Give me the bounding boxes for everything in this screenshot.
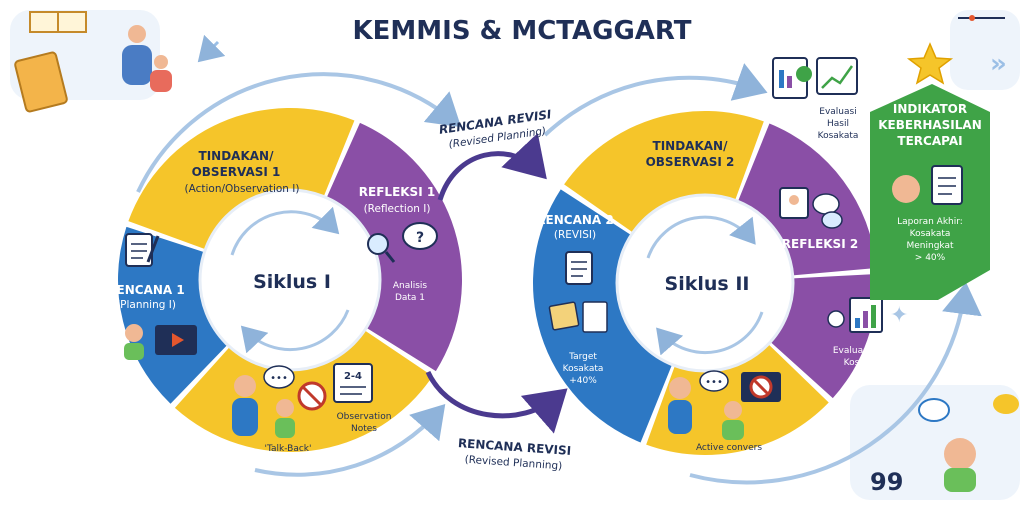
speech-bubble-icon bbox=[993, 394, 1019, 414]
cycle1-tindakan-title: TINDAKAN/ bbox=[199, 149, 275, 163]
cycle2: Siklus II TINDAKAN/ OBSERVASI 2 RENCANA … bbox=[533, 110, 895, 455]
evaluasi-top-line2: Hasil bbox=[827, 119, 849, 129]
no-symbol-icon bbox=[297, 381, 327, 411]
cycle1-observation-line2: Notes bbox=[351, 424, 377, 434]
cycle2-target-line2: Kosakata bbox=[563, 364, 604, 374]
evaluasi-top-line3: Kosakata bbox=[818, 131, 859, 141]
arrow-icon bbox=[197, 34, 226, 63]
parent-icon bbox=[122, 45, 152, 85]
indikator-line3: TERCAPAI bbox=[897, 134, 962, 148]
page-title: KEMMIS & MCTAGGART bbox=[352, 16, 691, 46]
cycle2-evaluasi-line2: Kosakata bbox=[844, 358, 885, 368]
indikator-line1: INDIKATOR bbox=[893, 102, 967, 116]
cycle1-tindakan-sub: (Action/Observation I) bbox=[185, 183, 300, 195]
quote-mark: 99 bbox=[870, 468, 903, 496]
child-icon bbox=[150, 70, 172, 92]
laporan-line2: Kosakata bbox=[910, 229, 951, 239]
cycle1-bottom-arrow bbox=[254, 403, 446, 477]
svg-text:?: ? bbox=[416, 230, 424, 246]
cycle1-analisis-line1: Analisis bbox=[393, 281, 428, 291]
book-icon bbox=[14, 51, 68, 113]
cycle1-observation-line1: Observation bbox=[337, 412, 392, 422]
teacher-child-icon: ••• bbox=[232, 365, 295, 438]
report-icon bbox=[931, 165, 963, 205]
cycle2-rencana-title: RENCANA 2 bbox=[536, 213, 613, 227]
cycle2-target-line1: Target bbox=[568, 352, 597, 362]
notes-board-icon: 2-4 bbox=[333, 363, 373, 403]
cycle1-outer-arrow bbox=[136, 72, 462, 193]
student-video-icon bbox=[124, 324, 197, 360]
cycle2-target-line3: +40% bbox=[569, 376, 597, 386]
cycle2-rencana-sub: (REVISI) bbox=[554, 229, 596, 241]
cycle2-tindakan-title: TINDAKAN/ bbox=[653, 139, 729, 153]
happy-child-icon bbox=[892, 175, 920, 203]
growth-chart-icon bbox=[816, 57, 858, 95]
cycle1-center-label: Siklus I bbox=[253, 271, 331, 293]
indikator-panel: INDIKATOR KEBERHASILAN TERCAPAI Laporan … bbox=[870, 42, 990, 300]
cycle1-refleksi-title: REFLEKSI 1 bbox=[359, 185, 435, 199]
cycle2-refleksi-title: REFLEKSI 2 bbox=[782, 237, 858, 251]
corner-decor-topright: » bbox=[950, 10, 1020, 90]
cycle1-inner-arrow bbox=[230, 206, 340, 256]
sparkle-icon: ✦ bbox=[890, 303, 908, 328]
notes-badge: 2-4 bbox=[344, 371, 362, 382]
no-phone-icon bbox=[741, 372, 781, 402]
magnifier-icon bbox=[367, 233, 396, 263]
chevrons-icon: » bbox=[990, 49, 1007, 79]
cycle1-tindakan-segment[interactable] bbox=[128, 108, 355, 250]
corner-decor-topleft bbox=[10, 10, 226, 113]
presentation-icon bbox=[779, 187, 843, 229]
cycle1: Siklus I TINDAKAN/ OBSERVASI 1 (Action/O… bbox=[107, 108, 463, 454]
laporan-line1: Laporan Akhir: bbox=[897, 217, 963, 227]
svg-text:•••: ••• bbox=[270, 373, 288, 384]
check-icon bbox=[796, 66, 812, 82]
cycle2-tindakan-segment[interactable] bbox=[564, 110, 764, 233]
notepad-icon bbox=[125, 233, 160, 267]
teacher-students-icon: ••• bbox=[668, 370, 744, 440]
cycle1-inner-arrow bbox=[240, 309, 350, 354]
cycle1-refleksi-sub: (Reflection I) bbox=[364, 203, 431, 215]
cycle2-tindakan-title2: OBSERVASI 2 bbox=[646, 155, 735, 169]
cycle1-talkback: 'Talk-Back' bbox=[265, 444, 312, 454]
cycle2-evaluasi-line1: Evaluasi Hasil bbox=[833, 346, 895, 356]
corner-decor-bottomright: ✦ 99 bbox=[850, 303, 1020, 500]
bar-chart-icon bbox=[827, 297, 883, 333]
cycle2-inner-arrow bbox=[656, 311, 764, 356]
checklist-icon bbox=[565, 251, 593, 285]
evaluasi-top-line1: Evaluasi bbox=[819, 107, 856, 117]
success-arrow bbox=[870, 84, 990, 300]
bridge-arrow-top bbox=[437, 133, 547, 201]
cycle1-tindakan-title2: OBSERVASI 1 bbox=[192, 165, 281, 179]
cycle1-analisis-line2: Data 1 bbox=[395, 293, 425, 303]
cycle2-active-label: Active convers bbox=[696, 443, 762, 453]
cycle1-rencana-title: RENCANA 1 bbox=[107, 283, 184, 297]
bridge-arrow-bottom bbox=[425, 370, 568, 434]
star-icon bbox=[906, 42, 954, 85]
indikator-line2: KEBERHASILAN bbox=[878, 118, 982, 132]
cycle2-inner-arrow bbox=[646, 215, 756, 259]
laporan-line3: Meningkat bbox=[906, 241, 953, 251]
evaluasi-top: Evaluasi Hasil Kosakata bbox=[772, 57, 859, 141]
open-book-icon bbox=[29, 11, 87, 33]
speech-bubble-icon bbox=[918, 398, 950, 422]
documents-icon bbox=[548, 301, 608, 333]
cycle2-outer-arrow bbox=[543, 63, 768, 137]
cycle1-refleksi-segment[interactable] bbox=[326, 122, 463, 372]
toddler-icon bbox=[944, 438, 976, 470]
cycle2-center-label: Siklus II bbox=[665, 273, 750, 295]
svg-text:•••: ••• bbox=[705, 377, 723, 388]
thought-bubble-icon: ? bbox=[402, 222, 438, 250]
cycle1-rencana-sub: (Planning I) bbox=[116, 299, 176, 311]
cycle2-bottom-arrow bbox=[689, 282, 982, 485]
laporan-line4: > 40% bbox=[915, 253, 946, 263]
bridge-bottom-sub: (Revised Planning) bbox=[464, 454, 562, 473]
